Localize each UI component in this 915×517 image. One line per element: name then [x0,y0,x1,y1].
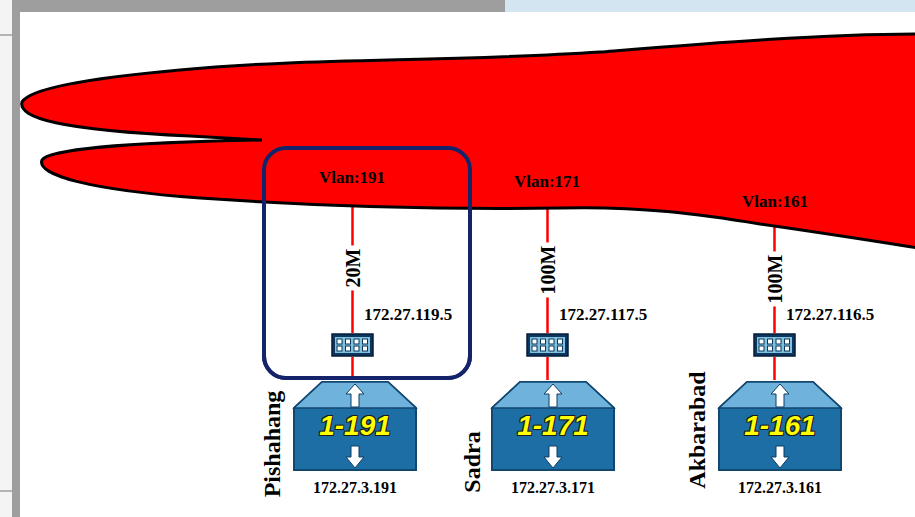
link-line [546,357,549,380]
switch-name: 1-161 [744,412,816,440]
device-port [337,339,342,344]
network-device: 172.27.117.5 [526,333,569,357]
ip-address: 172.27.117.5 [559,305,647,325]
bandwidth-label: 20M [341,246,364,291]
device-port [776,346,781,351]
vlan-label: Vlan:161 [742,192,808,212]
bandwidth-label: 100M [763,251,786,306]
device-port [532,346,537,351]
device-port [549,339,554,344]
device-port [346,346,351,351]
device-port [354,339,359,344]
device-port [354,346,359,351]
side-line [0,490,14,492]
switch-arrow [346,446,364,468]
site-name: Akbarabad [684,371,711,488]
link-line [773,224,776,333]
switch-body [719,382,841,470]
ip-address: 172.27.3.171 [511,479,595,497]
device-body [754,334,795,356]
top-bar-light [505,0,915,12]
switch-body [294,382,416,470]
device-panel [335,337,370,353]
layer3-switch: 1-171172.27.3.171Sadra [490,380,616,472]
device-panel [757,337,792,353]
highlight-box [264,148,470,378]
device-port [768,346,773,351]
side-strip [0,0,12,517]
switch-name: 1-191 [319,412,391,440]
device-port [337,346,342,351]
dev-shape [753,333,796,357]
ip-address: 172.27.116.5 [786,305,874,325]
ip-address: 172.27.3.161 [738,479,822,497]
switch-arrow [771,446,789,468]
network-device: 172.27.116.5 [753,333,796,357]
switch-top [294,382,416,408]
device-port [558,346,563,351]
device-port [541,346,546,351]
network-device: 172.27.119.5 [331,333,374,357]
bandwidth-label: 100M [536,242,559,297]
site-name: Pishahang [259,391,286,498]
link-line [546,206,549,333]
layer3-switch: 1-161172.27.3.161Akbarabad [717,380,843,472]
device-body [527,334,568,356]
device-port [776,339,781,344]
left-frame [12,12,20,517]
switch-top [719,382,841,408]
switch-arrow [771,384,789,407]
device-port [346,339,351,344]
device-port [759,339,764,344]
site-name: Sadra [459,431,486,492]
device-port [785,346,790,351]
vlan-label: Vlan:191 [319,168,385,188]
switch-arrow [346,384,364,407]
vlan-label: Vlan:171 [514,172,580,192]
device-port [363,339,368,344]
device-panel [530,337,565,353]
device-port [549,346,554,351]
top-bar [12,0,505,12]
switch-arrow [544,384,562,407]
dev-shape [331,333,374,357]
link-line [351,204,354,333]
device-port [785,339,790,344]
ip-address: 172.27.3.191 [313,479,397,497]
device-port [558,339,563,344]
dev-shape [526,333,569,357]
device-port [768,339,773,344]
link-line [773,357,776,380]
switch-name: 1-171 [517,412,589,440]
switch-arrow [544,446,562,468]
device-port [541,339,546,344]
cloud-shape [18,30,915,252]
side-line [0,34,14,36]
ip-address: 172.27.119.5 [364,305,452,325]
device-port [363,346,368,351]
device-port [759,346,764,351]
network-cloud: Vlan:191 Vlan:171Vlan:161 [18,30,915,252]
switch-top [492,382,614,408]
layer3-switch: 1-191172.27.3.191Pishahang [292,380,418,472]
device-body [332,334,373,356]
device-port [532,339,537,344]
switch-body [492,382,614,470]
